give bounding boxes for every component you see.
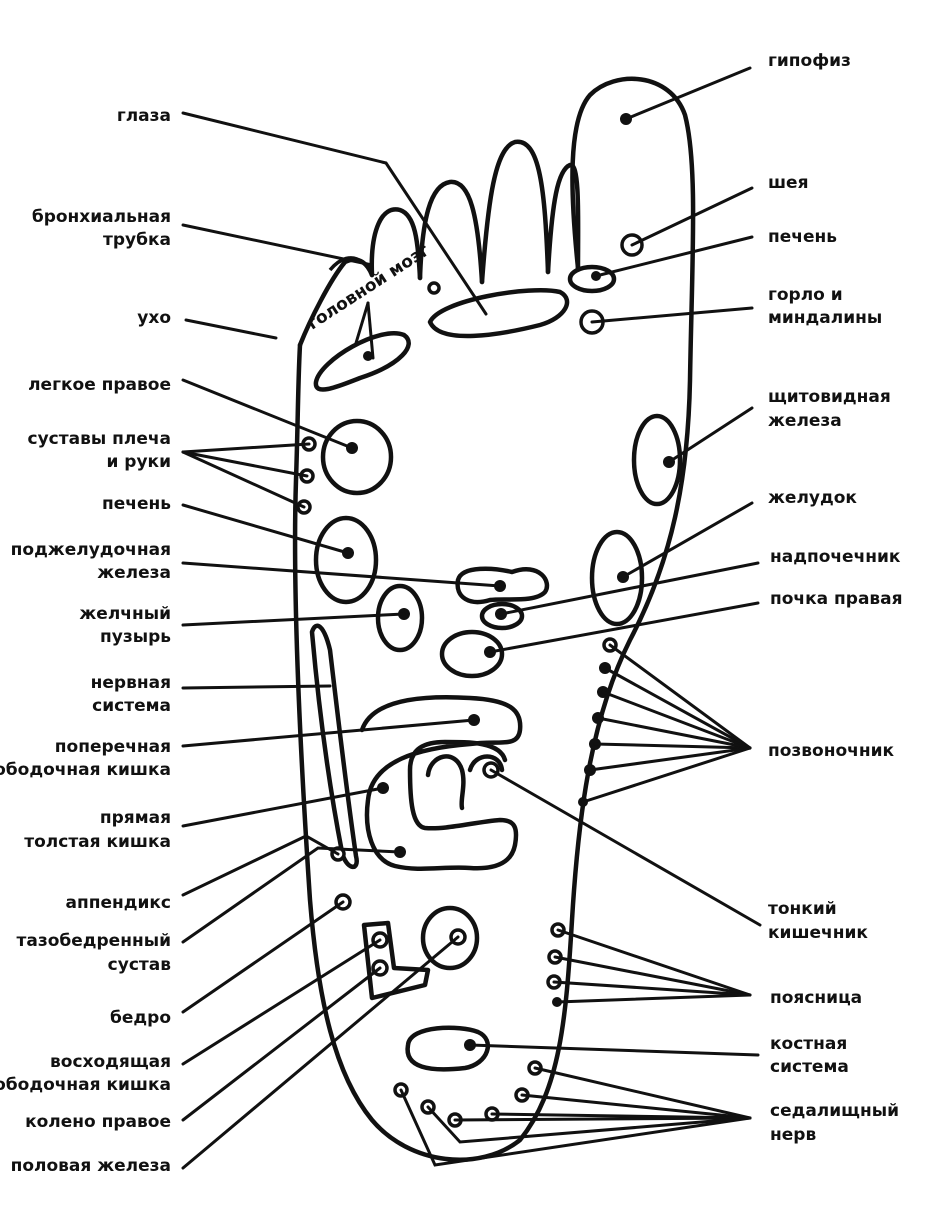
label-hip-joint-2: сустав xyxy=(108,955,172,975)
label-throat-1: горло и xyxy=(768,285,843,305)
ear-zone xyxy=(313,331,411,392)
gallbladder-zone xyxy=(375,583,425,653)
label-bronchial-2: трубка xyxy=(103,230,171,250)
label-nervous-2: система xyxy=(92,696,171,716)
label-appendix: аппендикс xyxy=(66,893,172,913)
label-stomach: желудок xyxy=(768,488,857,508)
label-thyroid-2: железа xyxy=(768,411,842,431)
thyroid-zone xyxy=(631,413,683,507)
eye-dot xyxy=(427,281,441,295)
label-liver-right: печень xyxy=(768,227,837,247)
kidney-zone xyxy=(439,629,505,679)
label-throat-2: миндалины xyxy=(768,308,882,328)
labels-left: глаза бронхиальная трубка ухо легкое пра… xyxy=(0,106,171,1176)
labels-right: гипофиз шея печень горло и миндалины щит… xyxy=(768,51,903,1145)
pancreas-zone xyxy=(455,566,550,605)
label-lung-right: легкое правое xyxy=(28,375,171,395)
label-gallbladder-1: желчный xyxy=(79,604,171,624)
label-sciatic-2: нерв xyxy=(770,1125,816,1145)
leader-lines xyxy=(181,66,762,1170)
label-rectum-1: прямая xyxy=(100,808,171,828)
label-neck: шея xyxy=(768,173,809,193)
label-skeletal-1: костная xyxy=(770,1034,847,1054)
liver-left-zone xyxy=(313,515,379,605)
label-thigh: бедро xyxy=(110,1008,171,1028)
reflex-points xyxy=(296,113,675,1128)
label-gonad: половая железа xyxy=(11,1156,171,1176)
nervous-system-zone xyxy=(309,623,359,869)
label-ascending-2: ободочная кишка xyxy=(0,1075,171,1095)
label-pancreas-1: поджелудочная xyxy=(11,540,171,560)
label-knee-right: колено правое xyxy=(25,1112,171,1132)
label-joints-2: и руки xyxy=(106,452,171,472)
label-bronchial-1: бронхиальная xyxy=(32,207,171,227)
label-pancreas-2: железа xyxy=(97,563,171,583)
label-kidney-right: почка правая xyxy=(770,589,903,609)
label-pituitary: гипофиз xyxy=(768,51,851,71)
label-gallbladder-2: пузырь xyxy=(100,627,171,647)
thigh-zone xyxy=(361,920,431,1001)
label-eyes: глаза xyxy=(117,106,171,126)
label-thyroid-1: щитовидная xyxy=(768,387,891,407)
label-transverse-2: ободочная кишка xyxy=(0,760,171,780)
label-sciatic-1: седалищный xyxy=(770,1101,899,1121)
stomach-zone xyxy=(589,529,645,627)
eyes-zone xyxy=(427,288,570,339)
foot-outline xyxy=(292,76,696,1162)
label-liver-left: печень xyxy=(102,494,171,514)
liver-toe-zone xyxy=(567,264,617,294)
skeletal-system-zone xyxy=(405,1025,490,1072)
small-intestine-zone xyxy=(425,754,505,811)
label-skeletal-2: система xyxy=(770,1057,849,1077)
label-hip-joint-1: тазобедренный xyxy=(17,931,172,951)
label-ascending-1: восходящая xyxy=(50,1052,171,1072)
gonad-zone xyxy=(420,905,480,971)
label-lumbar: поясница xyxy=(770,988,862,1008)
label-rectum-2: толстая кишка xyxy=(24,832,171,852)
label-joints-1: суставы плеча xyxy=(28,429,171,449)
label-nervous-1: нервная xyxy=(91,673,171,693)
adrenal-zone xyxy=(479,601,525,631)
label-small-intestine-1: тонкий xyxy=(768,899,837,919)
lung-right-zone xyxy=(320,418,394,496)
label-spine: позвоночник xyxy=(768,741,894,761)
label-adrenal: надпочечник xyxy=(770,547,901,567)
label-small-intestine-2: кишечник xyxy=(768,923,868,943)
label-ear: ухо xyxy=(137,308,171,328)
ear-dot xyxy=(363,351,373,361)
label-transverse-1: поперечная xyxy=(55,737,171,757)
transverse-colon-zone xyxy=(359,694,523,871)
